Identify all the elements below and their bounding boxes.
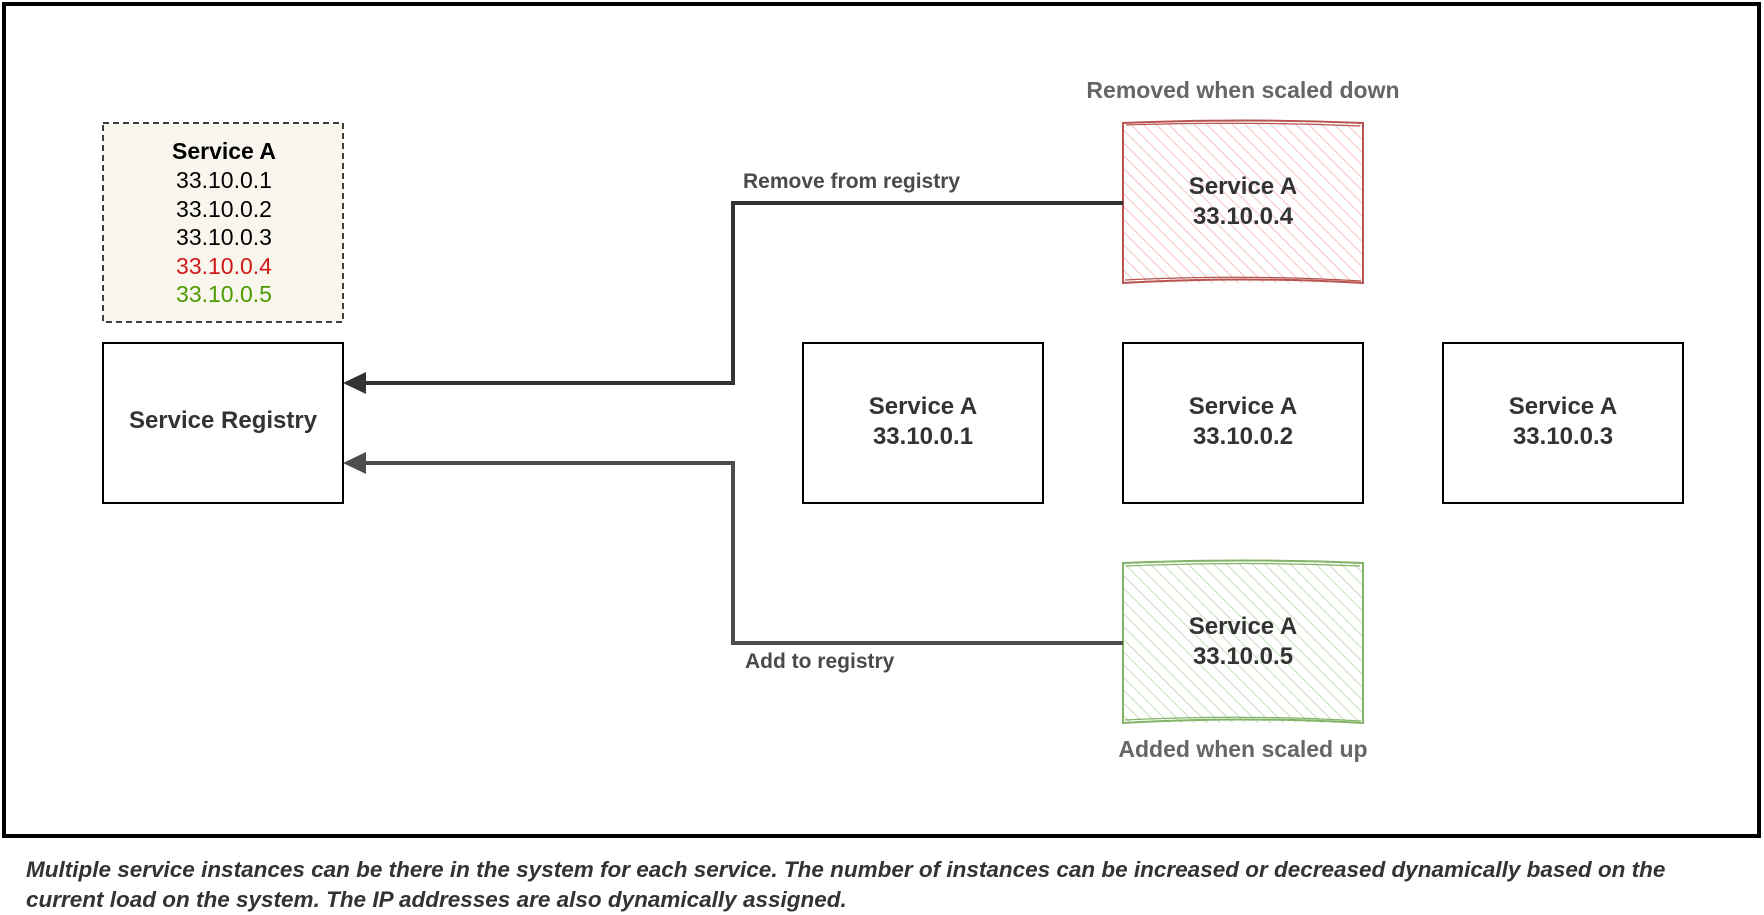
registry-list-box	[102, 122, 344, 323]
service-a4-box[interactable]	[1122, 119, 1364, 285]
service-name: Service A	[1188, 613, 1298, 640]
service-a2-label: Service A 33.10.0.2	[1123, 392, 1363, 452]
service-a3-label: Service A 33.10.0.3	[1443, 392, 1683, 452]
registry-entry: 33.10.0.3	[176, 224, 272, 250]
add-to-registry-edge[interactable]	[360, 461, 1123, 645]
service-ip: 33.10.0.3	[1512, 423, 1614, 450]
service-name: Service A	[1188, 173, 1298, 200]
service-ip: 33.10.0.2	[1192, 423, 1294, 450]
service-a4-label: Service A 33.10.0.4	[1123, 172, 1363, 232]
service-a3-box[interactable]	[1442, 342, 1684, 504]
remove-from-registry-edge[interactable]	[360, 201, 1123, 385]
service-ip: 33.10.0.4	[1192, 203, 1294, 230]
service-registry-label: Service Registry	[103, 406, 343, 436]
service-a4-fill	[1123, 123, 1363, 283]
removed-annotation: Removed when scaled down	[1086, 77, 1400, 103]
service-ip: 33.10.0.5	[1192, 643, 1294, 670]
service-a5-fill	[1123, 563, 1363, 723]
service-a5-box[interactable]	[1122, 559, 1364, 725]
service-a4-sketch-line	[1124, 122, 1362, 282]
service-a2-box[interactable]	[1122, 342, 1364, 504]
registry-list-title: Service A	[172, 138, 276, 164]
service-a1-box[interactable]	[802, 342, 1044, 504]
service-name: Service A	[868, 393, 978, 420]
service-a1-label: Service A 33.10.0.1	[803, 392, 1043, 452]
registry-entry: 33.10.0.1	[176, 167, 272, 193]
service-name: Service A	[1508, 393, 1618, 420]
figure-caption: Multiple service instances can be there …	[26, 857, 1666, 912]
service-name: Service A	[1188, 393, 1298, 420]
service-a5-sketch-line	[1124, 562, 1362, 722]
service-registry-box[interactable]	[102, 342, 344, 504]
remove-from-registry-label: Remove from registry	[743, 170, 961, 193]
registry-entry-added: 33.10.0.5	[176, 281, 272, 307]
remove-arrowhead	[343, 372, 366, 394]
registry-entry: 33.10.0.2	[176, 195, 272, 222]
added-annotation: Added when scaled up	[1118, 736, 1368, 762]
add-arrowhead	[343, 452, 366, 474]
service-a5-label: Service A 33.10.0.5	[1123, 612, 1363, 672]
service-ip: 33.10.0.1	[872, 423, 974, 450]
registry-list: Service A 33.10.0.1 33.10.0.2 33.10.0.3 …	[104, 124, 344, 323]
service-registry-text: Service Registry	[128, 407, 318, 434]
registry-entry-removed: 33.10.0.4	[176, 252, 272, 279]
add-to-registry-label: Add to registry	[745, 650, 895, 673]
diagram-frame	[2, 2, 1761, 838]
